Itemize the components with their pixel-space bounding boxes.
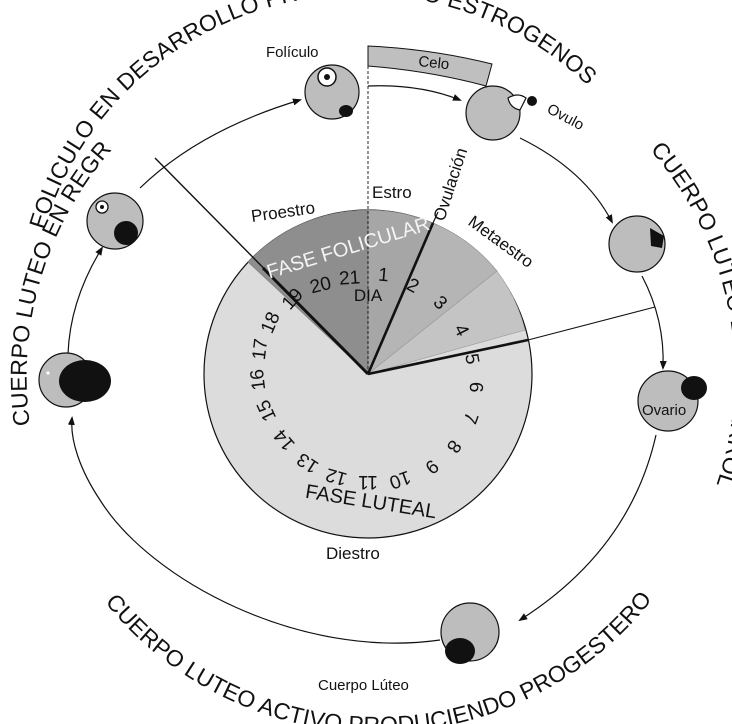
divider-proestro-luteal-thick: [261, 266, 370, 376]
wheel-follicular-sector-19-21: [247, 209, 369, 375]
foliculo-label: Folículo: [266, 44, 319, 61]
diestro-label: Diestro: [326, 544, 380, 563]
arrow-regression-to-early: [67, 246, 104, 355]
divider-metaestro-luteal-thick: [367, 338, 529, 376]
ovary-early-follicle: [86, 192, 144, 250]
ovary-regression: [38, 352, 111, 408]
arrow-foliculo-to-ovulo: [367, 85, 462, 101]
ovulo-icon: [527, 96, 537, 106]
day-1: 1: [377, 265, 389, 287]
ovary-ovario: [637, 370, 707, 432]
arrow-ovulo-to-cl1: [519, 137, 613, 224]
ovary-cuerpo-luteo: [440, 602, 500, 664]
dia-label: DIA: [354, 286, 383, 305]
day-16: 16: [247, 368, 270, 392]
celo-bar: Celo: [367, 45, 493, 87]
divider-ovulacion-thick: [366, 222, 435, 375]
estro-label: Estro: [372, 183, 412, 202]
arrow-ovario-to-cuerpo-luteo: [518, 434, 657, 622]
day-11: 11: [358, 471, 378, 492]
ovary-cuerpo-luteo-early: [608, 215, 666, 273]
ovulacion-label: Ovulación: [430, 145, 471, 223]
divider-ovulacion: [432, 211, 439, 224]
day-5: 5: [460, 352, 483, 366]
wheel-metaestro-sector-4: [367, 270, 526, 375]
arrow-cuerpo-luteo-to-regression: [67, 416, 441, 644]
ovary-foliculo: [304, 64, 360, 120]
ovulo-label: Ovulo: [544, 101, 587, 134]
day-20: 20: [308, 273, 334, 298]
divider-metaestro-luteal: [527, 306, 656, 341]
day-6: 6: [465, 382, 486, 393]
ovario-label: Ovario: [642, 402, 686, 419]
arrow-cl1-to-ovario: [641, 275, 667, 370]
cycle-wheel: FASE FOLICULAR FASE LUTEAL DIA 1 2 3 4 5…: [154, 46, 656, 539]
celo-label: Celo: [418, 53, 450, 73]
day-21: 21: [338, 267, 361, 289]
arrow-early-to-foliculo: [139, 98, 302, 189]
cuerpo-luteo-label: Cuerpo Lúteo: [318, 677, 409, 694]
cycle-arrows: [67, 85, 667, 644]
day-17: 17: [249, 338, 272, 362]
ovary-ovulo: [465, 85, 537, 141]
